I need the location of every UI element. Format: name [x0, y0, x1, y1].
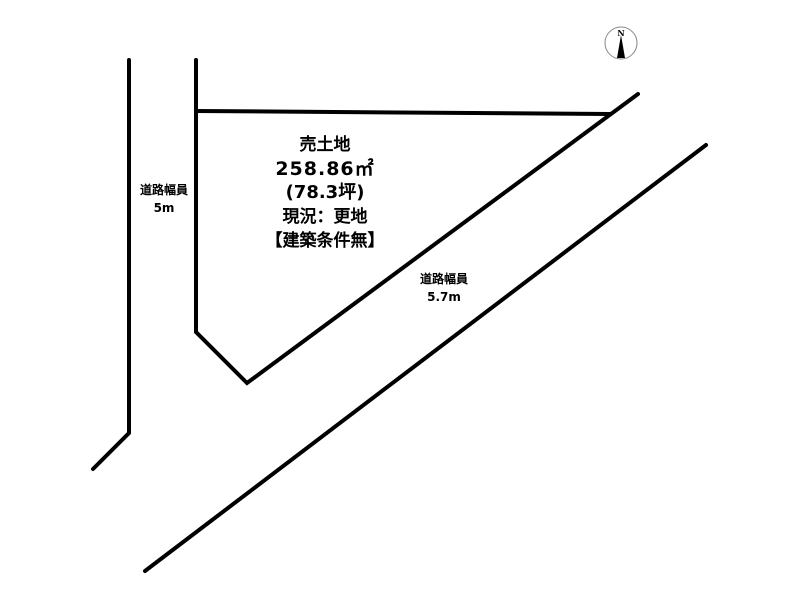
- road-width-title: 道路幅員: [139, 183, 188, 197]
- plot-north-boundary: [194, 109, 612, 116]
- plot-condition: 【建築条件無】: [265, 231, 385, 251]
- southeast-road-label: 道路幅員 5.7m: [408, 270, 480, 306]
- plot-boundary: [194, 58, 640, 386]
- plot-area-sqm: 258.86㎡: [275, 158, 375, 180]
- west-road-edge: [91, 58, 131, 471]
- road-width-title: 道路幅員: [419, 272, 468, 286]
- north-arrow-icon: N: [604, 26, 638, 60]
- north-letter: N: [617, 28, 624, 38]
- road-width-value: 5.7m: [427, 290, 461, 304]
- west-road-label: 道路幅員 5m: [128, 181, 200, 217]
- road-width-value: 5m: [153, 201, 175, 215]
- plot-status: 現況：更地: [282, 207, 368, 227]
- plot-area-tsubo: (78.3坪): [285, 182, 365, 203]
- southeast-road-edge: [143, 143, 708, 573]
- plot-info: 売土地 258.86㎡ (78.3坪) 現況：更地 【建築条件無】: [220, 133, 430, 253]
- plot-type-label: 売土地: [299, 135, 351, 155]
